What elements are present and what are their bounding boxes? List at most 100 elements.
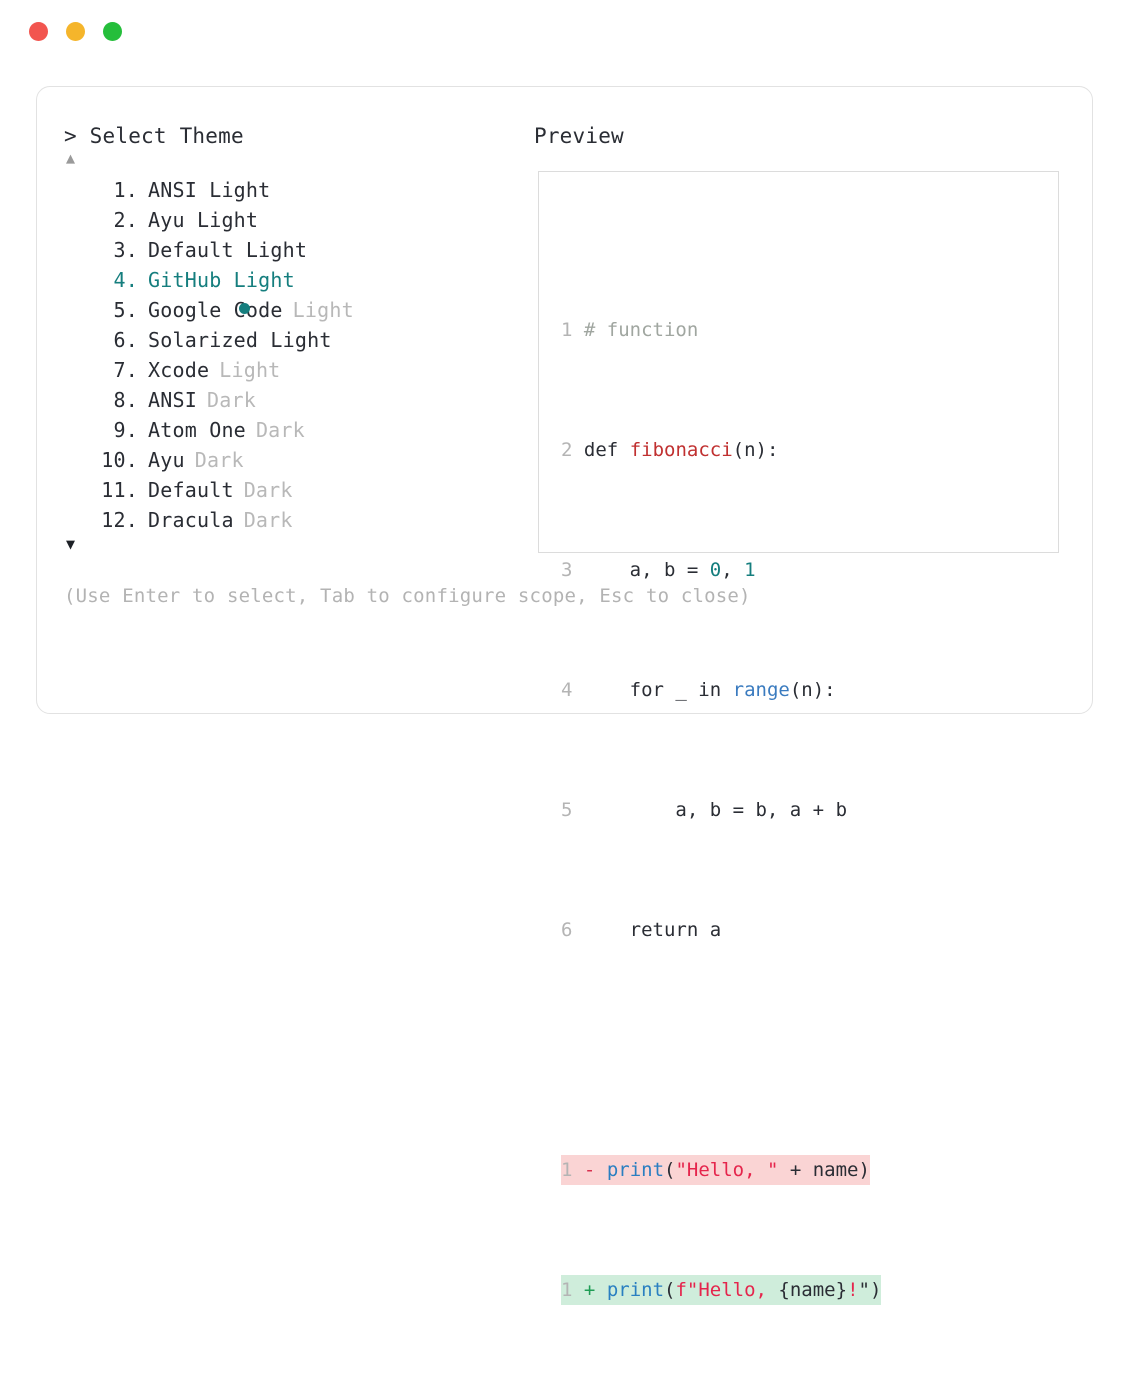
list-item-number: 12. (101, 508, 138, 532)
code-token-text: a, b = b, a + b (583, 799, 848, 821)
list-item-variant: Dark (255, 418, 305, 442)
code-token-fstring: f"Hello, (675, 1279, 779, 1301)
code-line: 3 a, b = 0, 1 (561, 555, 1050, 585)
code-token-text: , (721, 559, 745, 581)
code-line: 4 for _ in range(n): (561, 675, 1050, 705)
line-number: 1 (561, 319, 573, 341)
selected-dot-icon (238, 303, 250, 314)
list-item[interactable]: 5. Google Code Light (64, 295, 534, 325)
code-line: 2 def fibonacci(n): (561, 435, 1050, 465)
list-item-label: Default Light (148, 238, 308, 262)
list-item[interactable]: 7. Xcode Light (64, 355, 534, 385)
window-maximize-button[interactable] (103, 21, 122, 41)
list-item-number: 3. (113, 238, 138, 262)
theme-list[interactable]: 1. ANSI Light 2. Ayu Light 3. Default Li… (64, 175, 534, 535)
list-item-number: 7. (113, 358, 138, 382)
list-item[interactable]: 11. Default Dark (64, 475, 534, 505)
list-item-variant: Dark (243, 508, 293, 532)
code-token-print: print (606, 1279, 665, 1301)
code-token-text: for _ in (583, 679, 733, 701)
list-item-variant: Dark (194, 448, 244, 472)
line-number: 1 (561, 1159, 573, 1181)
list-item[interactable]: 10. Ayu Dark (64, 445, 534, 475)
code-line: 1 # function (561, 315, 1050, 345)
diff-marker-minus: - (583, 1159, 596, 1181)
theme-list-panel: > Select Theme ▲ 1. ANSI Light 2. Ayu Li… (64, 123, 534, 557)
list-item[interactable]: 6. Solarized Light (64, 325, 534, 355)
list-item-selected[interactable]: 4. GitHub Light (64, 265, 534, 314)
code-line: 5 a, b = b, a + b (561, 795, 1050, 825)
list-item-number: 1. (113, 178, 138, 202)
line-number: 6 (561, 919, 573, 941)
dialog-columns: > Select Theme ▲ 1. ANSI Light 2. Ayu Li… (64, 123, 1068, 1305)
list-item-label: Google Code (148, 298, 283, 322)
code-token-args: (n): (789, 679, 836, 701)
code-preview-box: 1 # function 2 def fibonacci(n): 3 a, b … (538, 171, 1059, 1305)
list-item-number: 8. (113, 388, 138, 412)
code-token-keyword: def (583, 439, 619, 461)
list-item-number: 10. (101, 448, 138, 472)
prompt-header: > Select Theme (64, 124, 244, 148)
code-token-paren: ( (664, 1159, 676, 1181)
list-item-number: 2. (113, 208, 138, 232)
diff-line-deletion: 1 - print("Hello, " + name) (561, 1155, 1050, 1185)
code-token-number: 1 (744, 559, 756, 581)
line-number: 4 (561, 679, 573, 701)
code-token-interpolation: {name} (778, 1279, 848, 1301)
code-token-comment: # function (583, 319, 699, 341)
code-block: 1 # function 2 def fibonacci(n): 3 a, b … (561, 225, 1050, 1395)
code-token-builtin: range (732, 679, 790, 701)
diff-line-addition: 1 + print(f"Hello, {name}!") (561, 1275, 1050, 1305)
window-close-button[interactable] (29, 21, 48, 41)
list-item-variant: Dark (206, 388, 256, 412)
code-token-string: "Hello, " (675, 1159, 779, 1181)
list-item-label: Xcode (148, 358, 210, 382)
list-item-label: Solarized Light (148, 328, 332, 352)
list-item[interactable]: 1. ANSI Light (64, 175, 534, 205)
list-item[interactable]: 12. Dracula Dark (64, 505, 534, 535)
list-item-variant: Dark (243, 478, 293, 502)
list-item-variant: Light (292, 298, 354, 322)
scroll-down-icon[interactable]: ▼ (66, 535, 76, 553)
scroll-up-icon[interactable]: ▲ (66, 149, 76, 167)
line-number: 2 (561, 439, 573, 461)
code-line: 6 return a (561, 915, 1050, 945)
code-token-string: ! (847, 1279, 859, 1301)
list-item-label: ANSI (148, 388, 197, 412)
preview-panel: Preview 1 # function 2 def fibonacci(n):… (534, 123, 1068, 1305)
code-token-paren: ) (869, 1279, 882, 1301)
code-token-text: + name) (778, 1159, 870, 1181)
list-item-number: 6. (113, 328, 138, 352)
list-item-number: 4. (113, 268, 138, 292)
list-item-label: ANSI Light (148, 178, 271, 202)
diff-marker-plus: + (583, 1279, 596, 1301)
code-token-paren: ( (664, 1279, 676, 1301)
code-token-args: (n): (732, 439, 779, 461)
list-item-label: GitHub Light (148, 268, 295, 292)
preview-header: Preview (534, 124, 624, 148)
list-item[interactable]: 3. Default Light (64, 235, 534, 265)
selection-bullet-slot (64, 265, 250, 355)
list-item-label: Default (148, 478, 234, 502)
list-item-number: 5. (113, 298, 138, 322)
list-item-label: Ayu (148, 448, 185, 472)
code-token-print: print (606, 1159, 665, 1181)
list-item-label: Atom One (148, 418, 246, 442)
list-item-variant: Light (219, 358, 281, 382)
list-item[interactable]: 9. Atom One Dark (64, 415, 534, 445)
keyboard-hint: (Use Enter to select, Tab to configure s… (64, 585, 751, 607)
list-item-number: 11. (101, 478, 138, 502)
list-item-number: 9. (113, 418, 138, 442)
code-spacer (561, 1035, 1050, 1065)
code-token-function-name: fibonacci (629, 439, 733, 461)
code-token-text: return a (583, 919, 722, 941)
theme-picker-dialog: > Select Theme ▲ 1. ANSI Light 2. Ayu Li… (36, 86, 1093, 1305)
line-number: 1 (561, 1279, 573, 1301)
list-item[interactable]: 2. Ayu Light (64, 205, 534, 235)
list-item[interactable]: 8. ANSI Dark (64, 385, 534, 415)
list-item-label: Dracula (148, 508, 234, 532)
window-minimize-button[interactable] (66, 21, 85, 41)
code-token-text: a, b = (583, 559, 710, 581)
line-number: 3 (561, 559, 573, 581)
list-item-label: Ayu Light (148, 208, 259, 232)
